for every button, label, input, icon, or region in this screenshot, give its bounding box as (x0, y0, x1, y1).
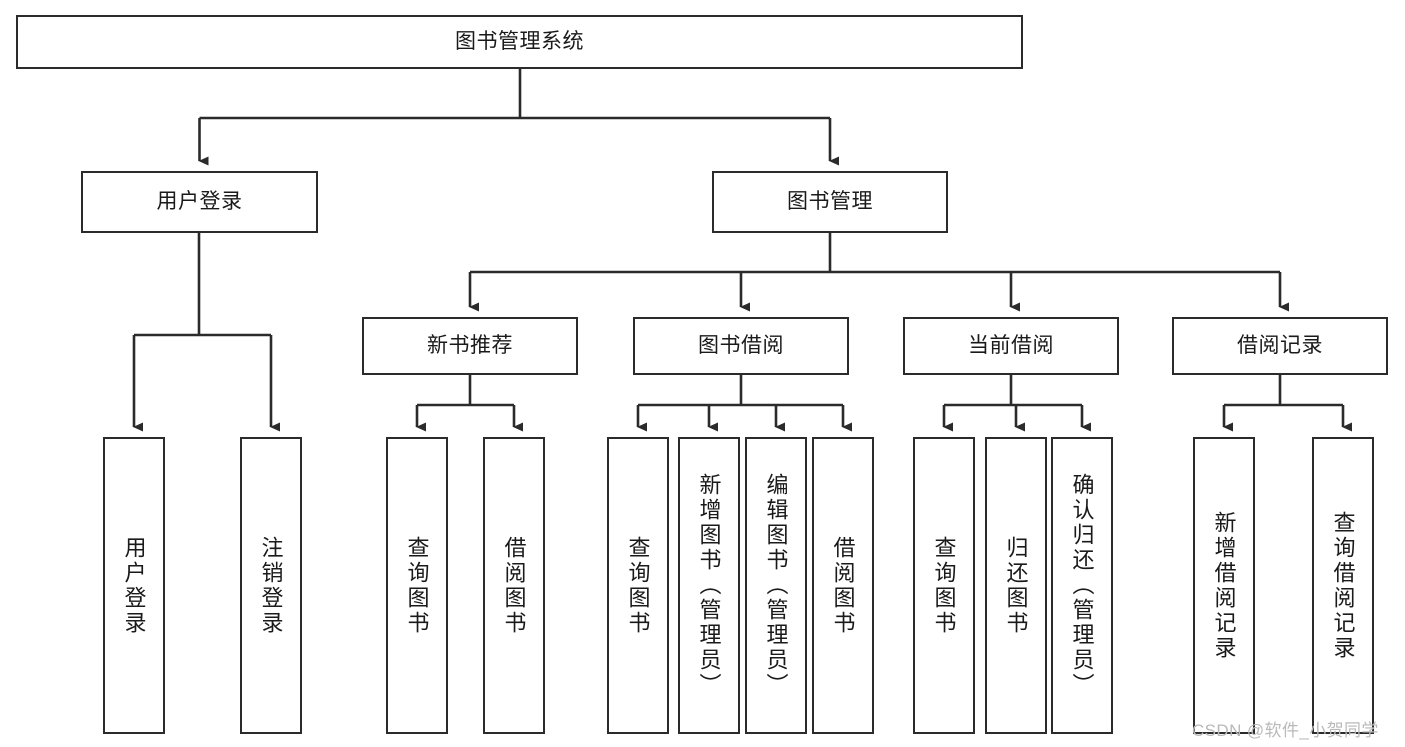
node-new-book-recommend[interactable]: 新书推荐 (362, 317, 578, 375)
node-label: 图书管理系统 (455, 29, 584, 53)
node-borrow-record[interactable]: 借阅记录 (1172, 317, 1388, 375)
node-label: 当前借阅 (968, 333, 1054, 357)
node-leaf-query-book-2[interactable]: 查询图书 (607, 437, 669, 734)
node-label: 借阅记录 (1237, 333, 1323, 357)
node-label: 图书管理 (787, 189, 873, 213)
node-label: 新书推荐 (427, 333, 513, 357)
node-book-manage[interactable]: 图书管理 (712, 171, 948, 233)
node-label: 新增借阅记录 (1211, 510, 1237, 661)
node-root[interactable]: 图书管理系统 (16, 15, 1023, 69)
node-label: 借阅图书 (501, 535, 527, 636)
node-label: 查询图书 (404, 535, 430, 636)
node-leaf-query-book-3[interactable]: 查询图书 (913, 437, 975, 734)
node-user-login[interactable]: 用户登录 (81, 171, 318, 233)
node-label: 查询图书 (625, 535, 651, 636)
node-label: 图书借阅 (698, 333, 784, 357)
node-leaf-query-record[interactable]: 查询借阅记录 (1312, 437, 1374, 734)
node-leaf-edit-book[interactable]: 编辑图书（管理员） (745, 437, 807, 734)
node-label: 新增图书（管理员） (696, 473, 722, 698)
node-label: 确认归还（管理员） (1069, 473, 1095, 698)
node-label: 注销登录 (258, 535, 284, 636)
node-leaf-borrow-book-2[interactable]: 借阅图书 (812, 437, 874, 734)
node-label: 借阅图书 (830, 535, 856, 636)
node-label: 查询图书 (931, 535, 957, 636)
node-leaf-query-book-1[interactable]: 查询图书 (386, 437, 448, 734)
node-leaf-return-book[interactable]: 归还图书 (985, 437, 1047, 734)
node-leaf-add-book[interactable]: 新增图书（管理员） (678, 437, 740, 734)
node-leaf-user-login[interactable]: 用户登录 (103, 437, 165, 734)
node-leaf-logout[interactable]: 注销登录 (240, 437, 302, 734)
node-label: 归还图书 (1003, 535, 1029, 636)
node-leaf-borrow-book-1[interactable]: 借阅图书 (483, 437, 545, 734)
node-label: 用户登录 (121, 535, 147, 636)
node-label: 编辑图书（管理员） (763, 473, 789, 698)
node-book-borrow[interactable]: 图书借阅 (633, 317, 849, 375)
node-label: 用户登录 (156, 189, 243, 213)
node-current-borrow[interactable]: 当前借阅 (903, 317, 1119, 375)
node-label: 查询借阅记录 (1330, 510, 1356, 661)
node-leaf-confirm-return[interactable]: 确认归还（管理员） (1051, 437, 1113, 734)
node-leaf-add-record[interactable]: 新增借阅记录 (1193, 437, 1255, 734)
csdn-watermark: CSDN @软件_小贺同学 (1192, 721, 1379, 740)
